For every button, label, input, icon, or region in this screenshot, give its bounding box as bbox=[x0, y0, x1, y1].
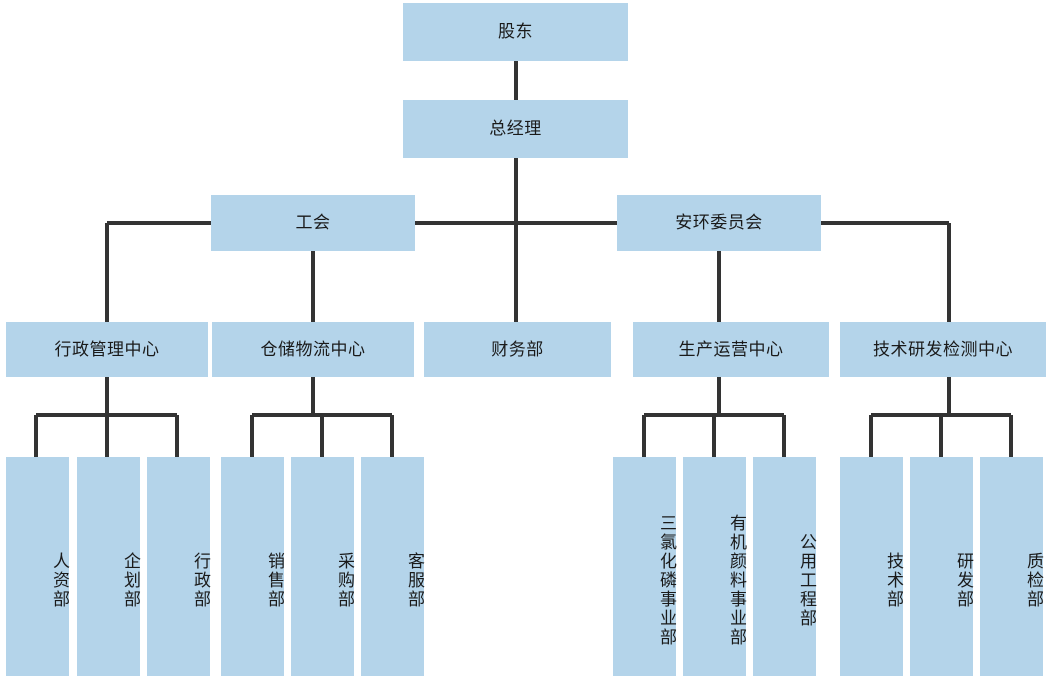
org-node-labor-union[interactable]: 工会 bbox=[211, 195, 415, 251]
org-node-technology-department[interactable]: 技术部 bbox=[840, 457, 903, 676]
org-node-label-sales-department: 销售部 bbox=[265, 552, 284, 609]
org-node-shareholders[interactable]: 股东 bbox=[403, 3, 628, 61]
org-node-planning-department[interactable]: 企划部 bbox=[77, 457, 140, 676]
org-node-organic-pigment-division[interactable]: 有机颜料事业部 bbox=[683, 457, 746, 676]
org-node-label-technology-department: 技术部 bbox=[884, 552, 903, 609]
org-node-label-rd-department: 研发部 bbox=[954, 552, 973, 609]
org-node-label-general-manager: 总经理 bbox=[489, 119, 542, 139]
org-node-label-administration-department: 行政部 bbox=[191, 552, 210, 609]
org-node-label-finance-department: 财务部 bbox=[491, 339, 544, 359]
org-node-utilities-engineering-department[interactable]: 公用工程部 bbox=[753, 457, 816, 676]
org-node-label-shareholders: 股东 bbox=[498, 22, 533, 42]
org-node-hr-department[interactable]: 人资部 bbox=[6, 457, 69, 676]
org-node-general-manager[interactable]: 总经理 bbox=[403, 100, 628, 158]
org-node-warehouse-logistics-center[interactable]: 仓储物流中心 bbox=[212, 322, 414, 377]
org-node-label-planning-department: 企划部 bbox=[121, 552, 140, 609]
org-node-safety-env-committee[interactable]: 安环委员会 bbox=[617, 195, 821, 251]
org-node-label-customer-service-department: 客服部 bbox=[405, 552, 424, 609]
org-node-label-quality-inspection-department: 质检部 bbox=[1024, 552, 1043, 609]
org-node-label-utilities-engineering-department: 公用工程部 bbox=[797, 533, 816, 628]
org-node-label-procurement-department: 采购部 bbox=[335, 552, 354, 609]
org-node-label-pcl3-division: 三氯化磷事业部 bbox=[657, 514, 676, 647]
org-node-administration-department[interactable]: 行政部 bbox=[147, 457, 210, 676]
org-node-label-safety-env-committee: 安环委员会 bbox=[675, 213, 763, 233]
org-node-production-operations-center[interactable]: 生产运营中心 bbox=[633, 322, 829, 377]
org-node-procurement-department[interactable]: 采购部 bbox=[291, 457, 354, 676]
org-node-tech-rd-testing-center[interactable]: 技术研发检测中心 bbox=[840, 322, 1046, 377]
org-node-label-labor-union: 工会 bbox=[295, 213, 331, 233]
org-node-label-organic-pigment-division: 有机颜料事业部 bbox=[727, 514, 746, 647]
org-node-rd-department[interactable]: 研发部 bbox=[910, 457, 973, 676]
org-node-admin-management-center[interactable]: 行政管理中心 bbox=[6, 322, 208, 377]
org-node-quality-inspection-department[interactable]: 质检部 bbox=[980, 457, 1043, 676]
org-node-pcl3-division[interactable]: 三氯化磷事业部 bbox=[613, 457, 676, 676]
org-node-label-tech-rd-testing-center: 技术研发检测中心 bbox=[873, 339, 1013, 359]
org-node-label-warehouse-logistics-center: 仓储物流中心 bbox=[260, 339, 366, 359]
org-node-label-hr-department: 人资部 bbox=[50, 552, 69, 609]
org-node-finance-department[interactable]: 财务部 bbox=[424, 322, 611, 377]
org-node-customer-service-department[interactable]: 客服部 bbox=[361, 457, 424, 676]
org-node-label-production-operations-center: 生产运营中心 bbox=[678, 339, 784, 359]
org-node-label-admin-management-center: 行政管理中心 bbox=[54, 339, 160, 359]
org-node-sales-department[interactable]: 销售部 bbox=[221, 457, 284, 676]
